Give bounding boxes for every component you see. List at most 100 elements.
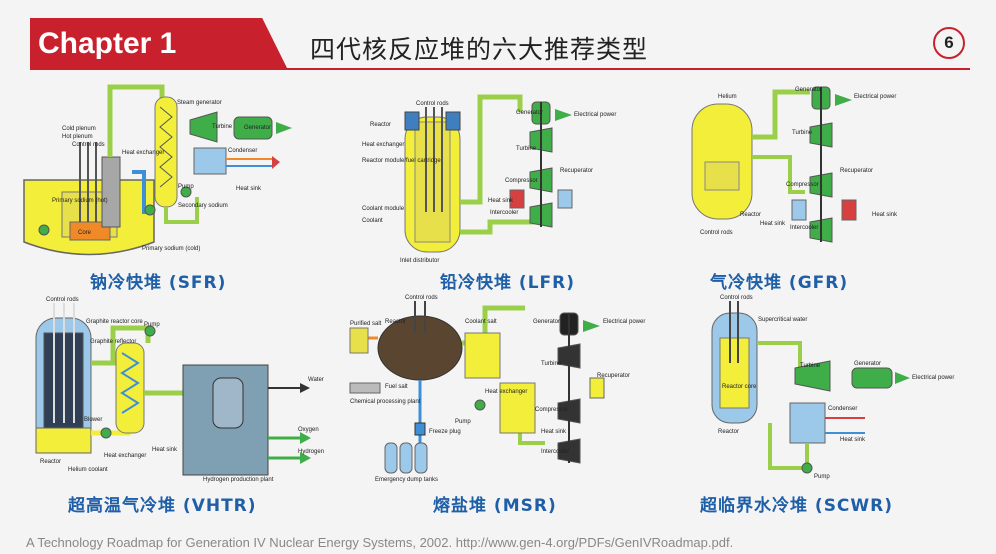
scwr-label-3: Turbine (800, 363, 821, 369)
vhtr-label-2: Graphite reflector (90, 339, 136, 345)
gfr-label-6: Reactor (740, 212, 761, 218)
msr-label-5: Generator (533, 319, 560, 325)
lfr-label-2: Generator (516, 110, 543, 116)
msr-label-8: Recuperator (597, 373, 630, 379)
sfr-label-13: Core (78, 230, 92, 236)
msr-diagram: Control rods Reactor Coolant salt Purifi… (349, 295, 645, 483)
sfr-label-8: Heat sink (236, 186, 262, 192)
lfr-label-3: Electrical power (574, 112, 616, 118)
gfr-label-9: Control rods (700, 230, 733, 236)
sfr-diagram: Cold plenum Hot plenum Control rods Heat… (23, 84, 292, 256)
sfr-caption: 钠冷快堆 (SFR) (90, 273, 227, 293)
scwr-label-6: Condenser (828, 406, 857, 412)
lfr-label-10: Coolant module (362, 206, 405, 212)
sfr-label-3: Heat exchanger (122, 150, 164, 156)
msr-label-4: Fuel salt (385, 384, 408, 390)
gfr-label-3: Turbine (792, 130, 813, 136)
vhtr-label-1: Graphite reactor core (86, 319, 143, 325)
gfr-label-8: Intercooler (790, 225, 818, 231)
sfr-label-0: Cold plenum (62, 126, 96, 132)
page-number: 6 (933, 27, 965, 59)
sfr-label-4: Steam generator (177, 100, 222, 106)
msr-label-11: Heat sink (541, 429, 567, 435)
gfr-caption: 气冷快堆 (GFR) (710, 273, 849, 293)
chapter-tab: Chapter 1 (30, 18, 288, 70)
scwr-label-9: Reactor (718, 429, 739, 435)
lfr-panel: Control rods Reactor Generator Electrica… (360, 82, 640, 293)
vhtr-label-6: Hydrogen (298, 449, 324, 455)
msr-caption: 熔盐堆 (MSR) (433, 496, 557, 516)
vhtr-label-5: Oxygen (298, 427, 319, 433)
msr-label-9: Heat exchanger (485, 389, 527, 395)
msr-label-14: Freeze plug (429, 429, 461, 435)
lfr-label-11: Coolant (362, 218, 383, 224)
scwr-label-8: Pump (814, 474, 830, 480)
lfr-label-12: Heat exchanger (362, 142, 404, 148)
lfr-label-6: Compressor (505, 178, 538, 184)
sfr-label-2: Control rods (72, 142, 105, 148)
msr-label-6: Electrical power (603, 319, 645, 325)
sfr-label-10: Secondary sodium (178, 203, 228, 209)
msr-label-7: Turbine (541, 361, 562, 367)
gfr-panel: Generator Electrical power Helium Turbin… (680, 82, 980, 293)
vhtr-label-10: Reactor (40, 459, 61, 465)
vhtr-label-8: Heat exchanger (104, 453, 146, 459)
slide-header: Chapter 1 四代核反应堆的六大推荐类型 (30, 18, 970, 70)
msr-label-0: Control rods (405, 295, 438, 301)
sfr-label-1: Hot plenum (62, 134, 93, 140)
scwr-label-0: Control rods (720, 295, 753, 301)
sfr-label-6: Generator (244, 125, 271, 131)
vhtr-label-12: Hydrogen production plant (203, 477, 274, 483)
lfr-label-1: Reactor (370, 122, 391, 128)
slide-title: 四代核反应堆的六大推荐类型 (310, 35, 649, 64)
scwr-label-7: Heat sink (840, 437, 866, 443)
msr-panel: Control rods Reactor Coolant salt Purifi… (345, 293, 665, 523)
gfr-label-10: Heat sink (872, 212, 898, 218)
msr-label-2: Coolant salt (465, 319, 497, 325)
source-citation: A Technology Roadmap for Generation IV N… (26, 535, 734, 550)
gfr-diagram: Generator Electrical power Helium Turbin… (691, 86, 898, 243)
gfr-label-0: Generator (795, 87, 822, 93)
vhtr-label-0: Control rods (46, 297, 79, 303)
lfr-label-9: Reactor module/fuel cartridge (362, 158, 441, 164)
gfr-label-4: Recuperator (840, 168, 873, 174)
scwr-label-4: Generator (854, 361, 881, 367)
sfr-label-5: Turbine (212, 124, 233, 130)
gfr-label-2: Helium (718, 94, 737, 100)
vhtr-label-3: Pump (144, 322, 160, 328)
lfr-label-5: Recuperator (560, 168, 593, 174)
scwr-diagram: Control rods Supercritical water Reactor… (711, 295, 954, 480)
lfr-caption: 铅冷快堆 (LFR) (440, 273, 575, 293)
msr-label-16: Emergency dump tanks (375, 477, 438, 483)
sfr-label-7: Condenser (228, 148, 257, 154)
lfr-label-7: Heat sink (488, 198, 514, 204)
lfr-label-0: Control rods (416, 101, 449, 107)
sfr-label-9: Pump (178, 184, 194, 190)
sfr-panel: Cold plenum Hot plenum Control rods Heat… (22, 82, 312, 293)
vhtr-label-9: Heat sink (152, 447, 178, 453)
sfr-label-11: Primary sodium (hot) (52, 198, 108, 204)
vhtr-caption: 超高温气冷堆 (VHTR) (68, 496, 257, 516)
msr-label-12: Intercooler (541, 449, 569, 455)
vhtr-panel: Control rods Graphite reactor core Graph… (18, 293, 338, 523)
msr-label-3: Purified salt (350, 321, 382, 327)
scwr-caption: 超临界水冷堆 (SCWR) (700, 496, 894, 516)
gfr-label-1: Electrical power (854, 94, 896, 100)
msr-label-13: Pump (455, 419, 471, 425)
scwr-label-5: Electrical power (912, 375, 954, 381)
lfr-label-4: Turbine (516, 146, 537, 152)
lfr-label-13: Inlet distributor (400, 258, 439, 264)
msr-label-15: Chemical processing plant (350, 399, 421, 405)
msr-label-10: Compressor (535, 407, 568, 413)
vhtr-label-4: Water (308, 377, 324, 383)
lfr-label-8: Intercooler (490, 210, 518, 216)
gfr-label-5: Compressor (786, 182, 819, 188)
msr-label-1: Reactor (385, 319, 406, 325)
vhtr-label-11: Helium coolant (68, 467, 108, 473)
gfr-label-7: Heat sink (760, 221, 786, 227)
vhtr-diagram: Control rods Graphite reactor core Graph… (35, 297, 324, 483)
scwr-panel: Control rods Supercritical water Reactor… (690, 293, 980, 523)
sfr-label-12: Primary sodium (cold) (142, 246, 200, 252)
vhtr-label-7: Blower (84, 417, 102, 423)
scwr-label-2: Reactor core (722, 384, 757, 390)
